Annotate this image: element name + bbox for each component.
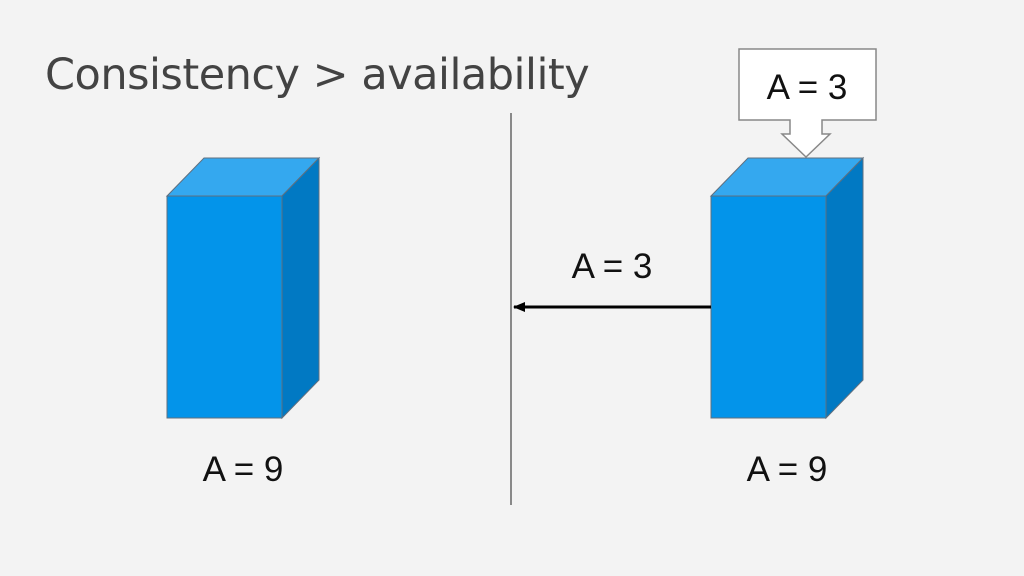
right-node-front-face — [710, 195, 827, 419]
write-callout-shape — [738, 48, 877, 159]
left-node-side-face — [281, 156, 320, 420]
right-node-side-face — [825, 156, 864, 420]
left-node-value-label: A = 9 — [203, 450, 284, 489]
slide-title: Consistency > availability — [45, 50, 590, 100]
replication-message-label: A = 3 — [572, 247, 653, 286]
write-callout: A = 3 — [738, 48, 877, 159]
left-server-node: A = 9 — [165, 156, 321, 489]
left-node-front-face — [166, 195, 283, 419]
right-node-value-label: A = 9 — [747, 450, 828, 489]
write-callout-label: A = 3 — [767, 68, 848, 107]
right-server-node: A = 9 — [709, 156, 865, 489]
